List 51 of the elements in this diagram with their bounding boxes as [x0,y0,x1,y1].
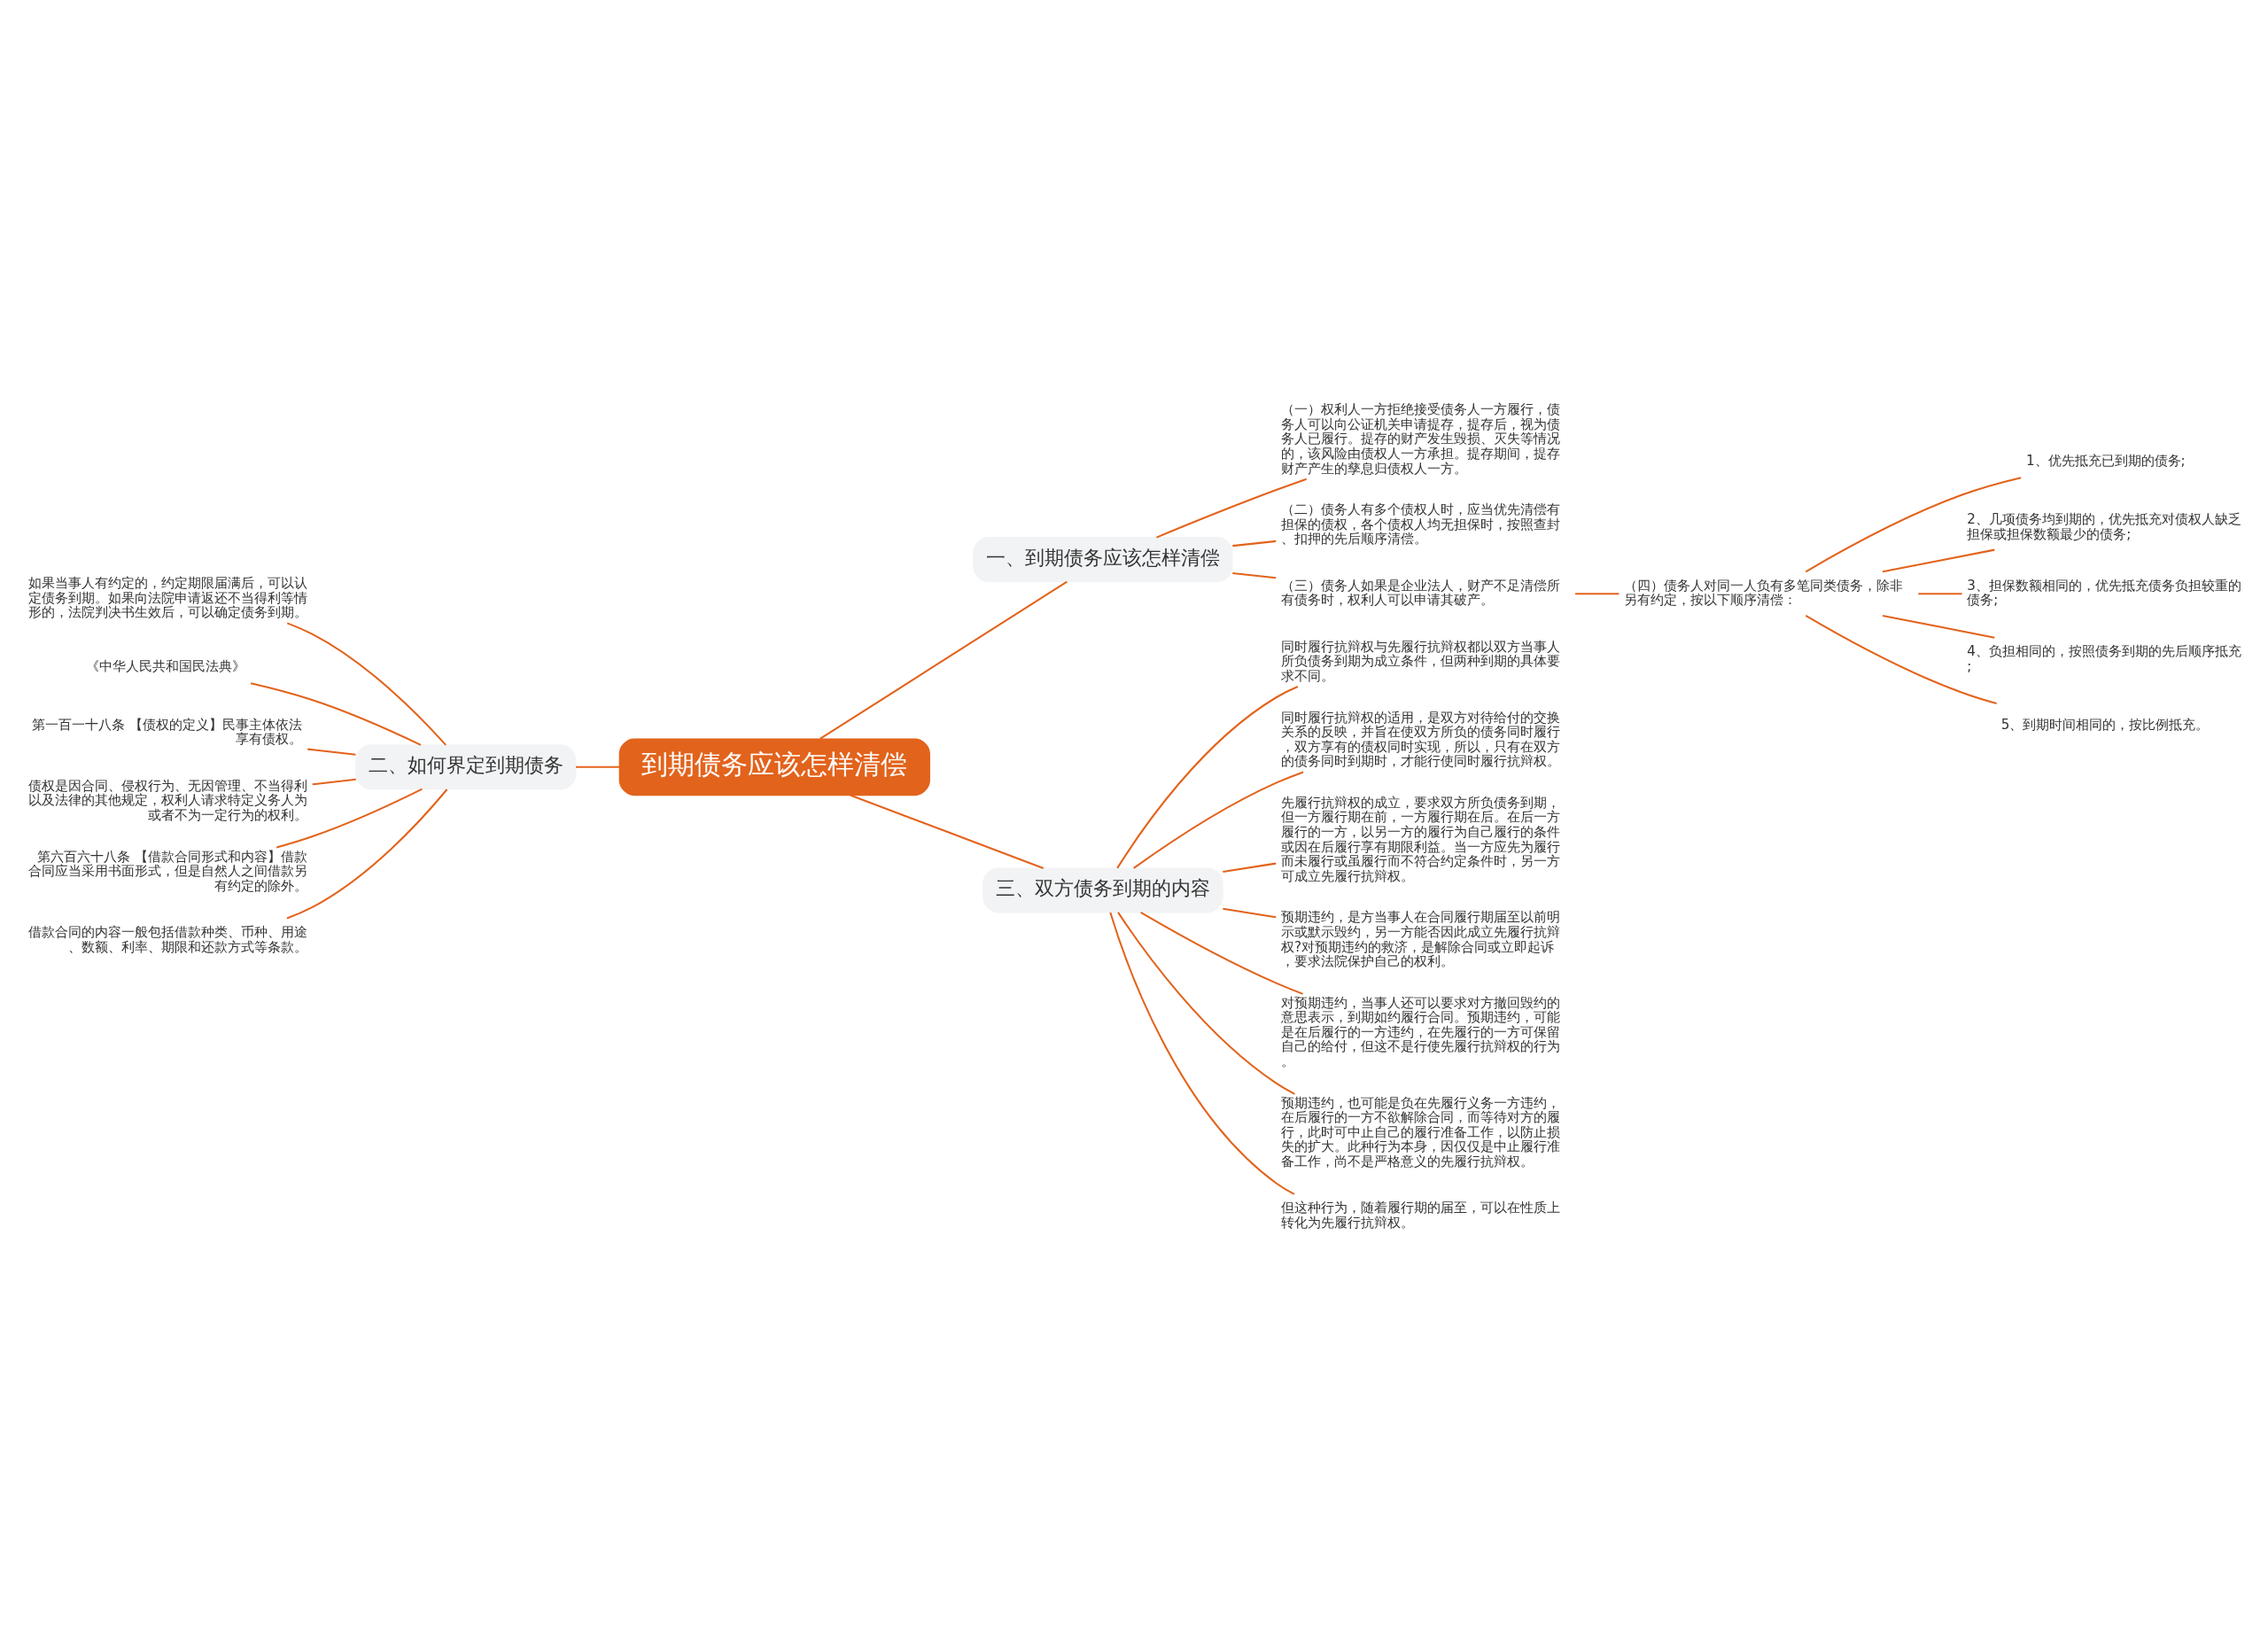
connector [286,788,448,920]
node-text: 1、优先抵充已到期的债务; [2025,453,2186,470]
node-text: （四）债务人对同一人负有多笔同类债务，除非另有约定，按以下顺序清偿： [1624,577,1904,609]
node-box: 三、双方债务到期的内容 [983,867,1223,913]
connector [276,788,423,849]
connector [1116,686,1299,869]
connector [1223,907,1277,919]
node-text: 如果当事人有约定的，约定期限届满后，可以认定债务到期。如果向法院申请返还不当得利等情形的，法院判决书生效后，可以确定债务到期。 [27,575,307,621]
node-text: 同时履行抗辩权与先履行抗辩权都以双方当事人所负债务到期为成立条件，但两种到期的具体要求不同。 [1280,638,1560,684]
connector [312,778,356,786]
connector [1918,593,1962,595]
node-text: 2、几项债务均到期的，优先抵充对债权人缺乏担保或担保数额最少的债务; [1967,511,2241,542]
connector [576,765,620,768]
connector [1156,478,1307,539]
node-text: 5、到期时间相同的，按比例抵充。 [2000,716,2210,733]
connector [850,794,1045,869]
connector [307,748,356,756]
connector [1882,548,1995,573]
connector [1882,615,1995,639]
node-text: 《中华人民共和国民法典》 [86,657,246,674]
node-text: 同时履行抗辩权的适用，是双方对待给付的交换关系的反映，并旨在使双方所负的债务同时履行，双方享有的债权同时实现，所以，只有在双方的债务同时到期时，才能行使同时履行抗辩权。 [1280,709,1560,770]
node-text: 但这种行为，随着履行期的届至，可以在性质上转化为先履行抗辩权。 [1280,1200,1560,1231]
node-text: 4、负担相同的，按照债务到期的先后顺序抵充; [1967,643,2241,674]
connector [1805,477,2022,573]
node-text: 先履行抗辩权的成立，要求双方所负债务到期，但一方履行期在前，一方履行期在后。在后一方履行的一方，以另一方的履行为自己履行的条件或因在后履行享有期限利益。当一方应先为履行而未履行或虽履行而不符合约定条件时，另一方可成立先履行抗辩权。 [1280,794,1560,884]
connector [250,682,422,746]
node-box: 一、到期债务应该怎样清偿 [973,537,1233,583]
node-text: （三）债务人如果是企业法人，财产不足清偿所有债务时，权利人可以申请其破产。 [1280,577,1560,609]
node-text: （二）债务人有多个债权人时，应当优先清偿有担保的债权，各个债权人均无担保时，按照查封、扣押的先后顺序清偿。 [1280,501,1560,548]
node-text: 借款合同的内容一般包括借款种类、币种、用途、数额、利率、期限和还款方式等条款。 [27,923,307,955]
connector [286,622,447,746]
connector [1133,771,1304,869]
node-box: 到期债务应该怎样清偿 [618,738,930,796]
connector [1232,540,1277,548]
connector [1805,615,1997,705]
node-text: 预期违约，也可能是负在先履行义务一方违约，在后履行的一方不欲解除合同，而等待对方的履行，此时可中止自己的履行准备工作，以防止损失的扩大。此种行为本身，因仅仅是中止履行准备工作，尚不是严格意义的先履行抗辩权。 [1280,1094,1560,1169]
connector [1140,911,1303,995]
node-box: 二、如何界定到期债务 [355,744,577,790]
connector [1232,572,1277,579]
node-text: 对预期违约，当事人还可以要求对方撤回毁约的意思表示，到期如约履行合同。预期违约，可能是在后履行的一方违约，在先履行的一方可保留自己的给付，但这不是行使先履行抗辩权的行为。 [1280,994,1560,1069]
node-text: 第一百一十八条 【债权的定义】民事主体依法享有债权。 [32,716,303,748]
connector [1223,862,1277,873]
connector [1575,593,1619,595]
node-text: 预期违约，是方当事人在合同履行期届至以前明示或默示毁约，另一方能否因此成立先履行抗辩权?对预期违约的救济，是解除合同或立即起诉，要求法院保护自己的权利。 [1280,909,1560,970]
connector [819,580,1068,740]
connector [1109,912,1295,1195]
node-text: 第六百六十八条 【借款合同形式和内容】借款合同应当采用书面形式，但是自然人之间借款另有约定的除外。 [27,848,307,894]
node-text: （一）权利人一方拒绝接受债务人一方履行，债务人可以向公证机关申请提存，提存后，视为债务人已履行。提存的财产发生毁损、灭失等情况的，该风险由债权人一方承担。提存期间，提存财产产生的孳息归债权人一方。 [1280,401,1560,477]
node-text: 债权是因合同、侵权行为、无因管理、不当得利以及法律的其他规定，权利人请求特定义务人为或者不为一定行为的权利。 [27,777,307,823]
node-text: 3、担保数额相同的，优先抵充债务负担较重的债务; [1967,577,2241,609]
connector [1117,912,1295,1095]
